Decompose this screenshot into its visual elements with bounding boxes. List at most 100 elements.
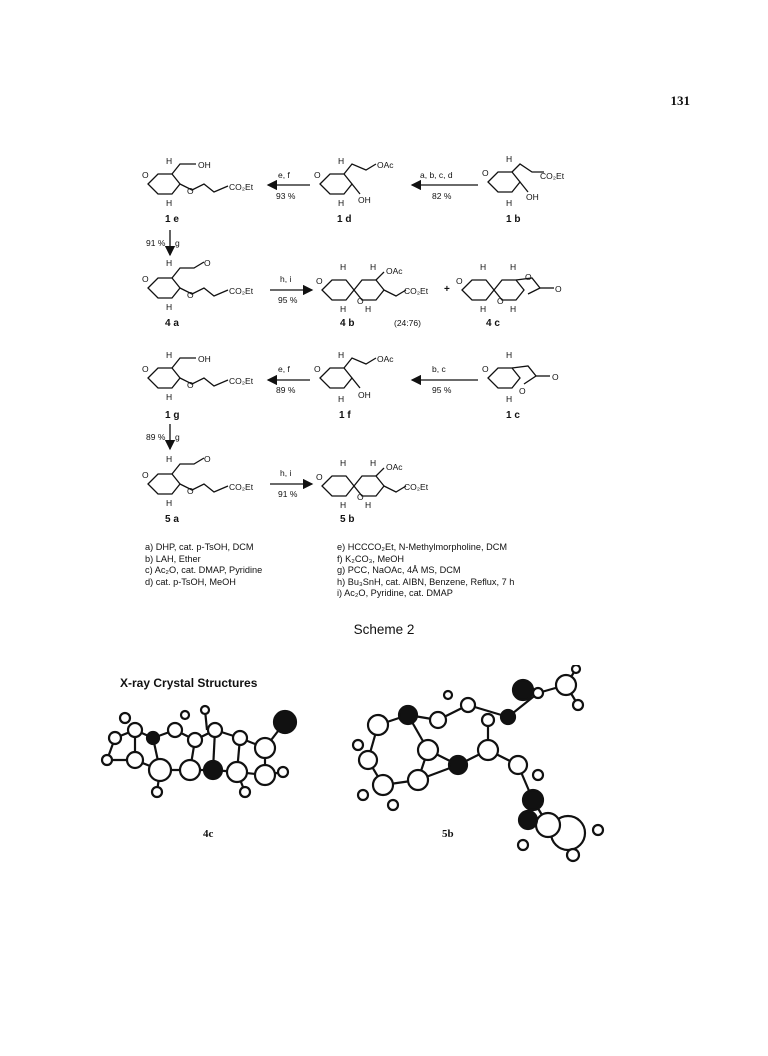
atom-o: O [456,276,463,286]
atom-o: O [525,272,532,282]
condition-a: a) DHP, cat. p-TsOH, DCM [145,542,254,552]
reagents-1c-1f: b, c [432,364,446,374]
yield-5a-5b: 91 % [278,489,298,499]
atom-h: H [340,262,346,272]
atom-oac: OAc [386,266,403,276]
condition-b: b) LAH, Ether [145,553,201,564]
atom-h: H [166,198,172,208]
atom-h: H [166,498,172,508]
conditions-right: e) HCCCO₂Et, N-Methylmorpholine, DCM f) … [337,542,514,600]
condition-g: g) PCC, NaOAc, 4Å MS, DCM [337,565,461,576]
atom-h: H [506,154,512,164]
structure-1c: O H O O H 1 c [482,350,559,421]
atom-h: H [506,198,512,208]
atom-h: H [338,198,344,208]
atom-oac: OAc [386,462,403,472]
reagents-1d-1e: e, f [278,170,290,180]
atom-o: O [316,472,323,482]
atom-h: H [166,350,172,360]
condition-e: e) HCCCO₂Et, N-Methylmorpholine, DCM [337,542,507,552]
xray-label-4c: 4c [203,828,214,840]
structure-4a: O H O H O CO₂Et 4 a [142,258,254,329]
atom-h: H [365,500,371,510]
label-1c: 1 c [506,410,520,421]
atom-o: O [357,492,364,502]
atom-h: H [480,304,486,314]
label-5a: 5 a [165,514,179,525]
label-4a: 4 a [165,318,179,329]
yield-1f-1g: 89 % [276,385,296,395]
atom-o: O [357,296,364,306]
atom-h: H [365,304,371,314]
structure-1e: O H OH H O CO₂Et 1 e [142,156,254,225]
atom-o: O [187,186,194,196]
atom-o: O [142,364,149,374]
atom-o: O [187,290,194,300]
atom-co2et: CO₂Et [404,286,429,296]
atom-h: H [370,262,376,272]
xray-title: X-ray Crystal Structures [120,676,258,690]
yield-1e-4a: 91 % [146,238,166,248]
reagents-5a-5b: h, i [280,468,291,478]
atom-o: O [482,364,489,374]
structure-4b: O H H OAc H H O CO₂Et 4 b [316,262,429,329]
label-4c: 4 c [486,318,500,329]
label-1e: 1 e [165,214,179,225]
label-1b: 1 b [506,214,520,225]
atom-o: O [316,276,323,286]
reagents-1g-5a: g [175,432,180,442]
structure-1b: O H CO₂Et OH H 1 b [482,154,565,225]
xray-structure-5b [351,665,605,863]
atom-co2et: CO₂Et [404,482,429,492]
atom-o: O [204,454,211,464]
atom-o-carbonyl: O [555,284,562,294]
atom-o: O [314,364,321,374]
atom-o: O [482,168,489,178]
condition-f: f) K₂CO₃, MeOH [337,553,405,564]
structure-1f: O H OAc OH H 1 f [314,350,394,421]
yield-4a-4b: 95 % [278,295,298,305]
atom-h: H [340,304,346,314]
atom-h: H [480,262,486,272]
atom-co2et: CO₂Et [229,376,254,386]
atom-h: H [370,458,376,468]
atom-o: O [187,380,194,390]
label-1d: 1 d [337,214,351,225]
atom-oh: OH [358,195,371,205]
atom-o: O [187,486,194,496]
structure-1g: O H OH H O CO₂Et 1 g [142,350,254,421]
atom-oh: OH [358,390,371,400]
atom-oh: OH [198,354,211,364]
atom-co2et: CO₂Et [540,171,565,181]
structure-5a: O H O H O CO₂Et 5 a [142,454,254,525]
atom-o: O [204,258,211,268]
yield-1c-1f: 95 % [432,385,452,395]
atom-o: O [497,296,504,306]
structure-5b: O H H OAc H H O CO₂Et 5 b [316,458,429,525]
condition-d: d) cat. p-TsOH, MeOH [145,576,236,587]
conditions-left: a) DHP, cat. p-TsOH, DCM b) LAH, Ether c… [145,542,262,588]
structure-4c: O H H O O O H H 4 c [456,262,562,329]
reagents-1f-1g: e, f [278,364,290,374]
atom-h: H [166,454,172,464]
atom-o: O [142,274,149,284]
atom-h: H [506,350,512,360]
atom-o: O [142,170,149,180]
atom-o: O [519,386,526,396]
plus-sign: + [444,284,450,295]
reagents-1b-1d: a, b, c, d [420,170,453,180]
yield-1b-1d: 82 % [432,191,452,201]
atom-co2et: CO₂Et [229,286,254,296]
page-number: 131 [670,93,691,108]
atom-h: H [510,262,516,272]
atom-oh: OH [198,160,211,170]
structure-1d: O H OAc OH H 1 d [314,156,394,225]
label-4b: 4 b [340,318,354,329]
condition-i: i) Ac₂O, Pyridine, cat. DMAP [337,588,453,599]
atom-h: H [510,304,516,314]
atom-h: H [166,258,172,268]
atom-h: H [340,458,346,468]
label-5b: 5 b [340,514,354,525]
atom-oac: OAc [377,354,394,364]
atom-co2et: CO₂Et [229,182,254,192]
